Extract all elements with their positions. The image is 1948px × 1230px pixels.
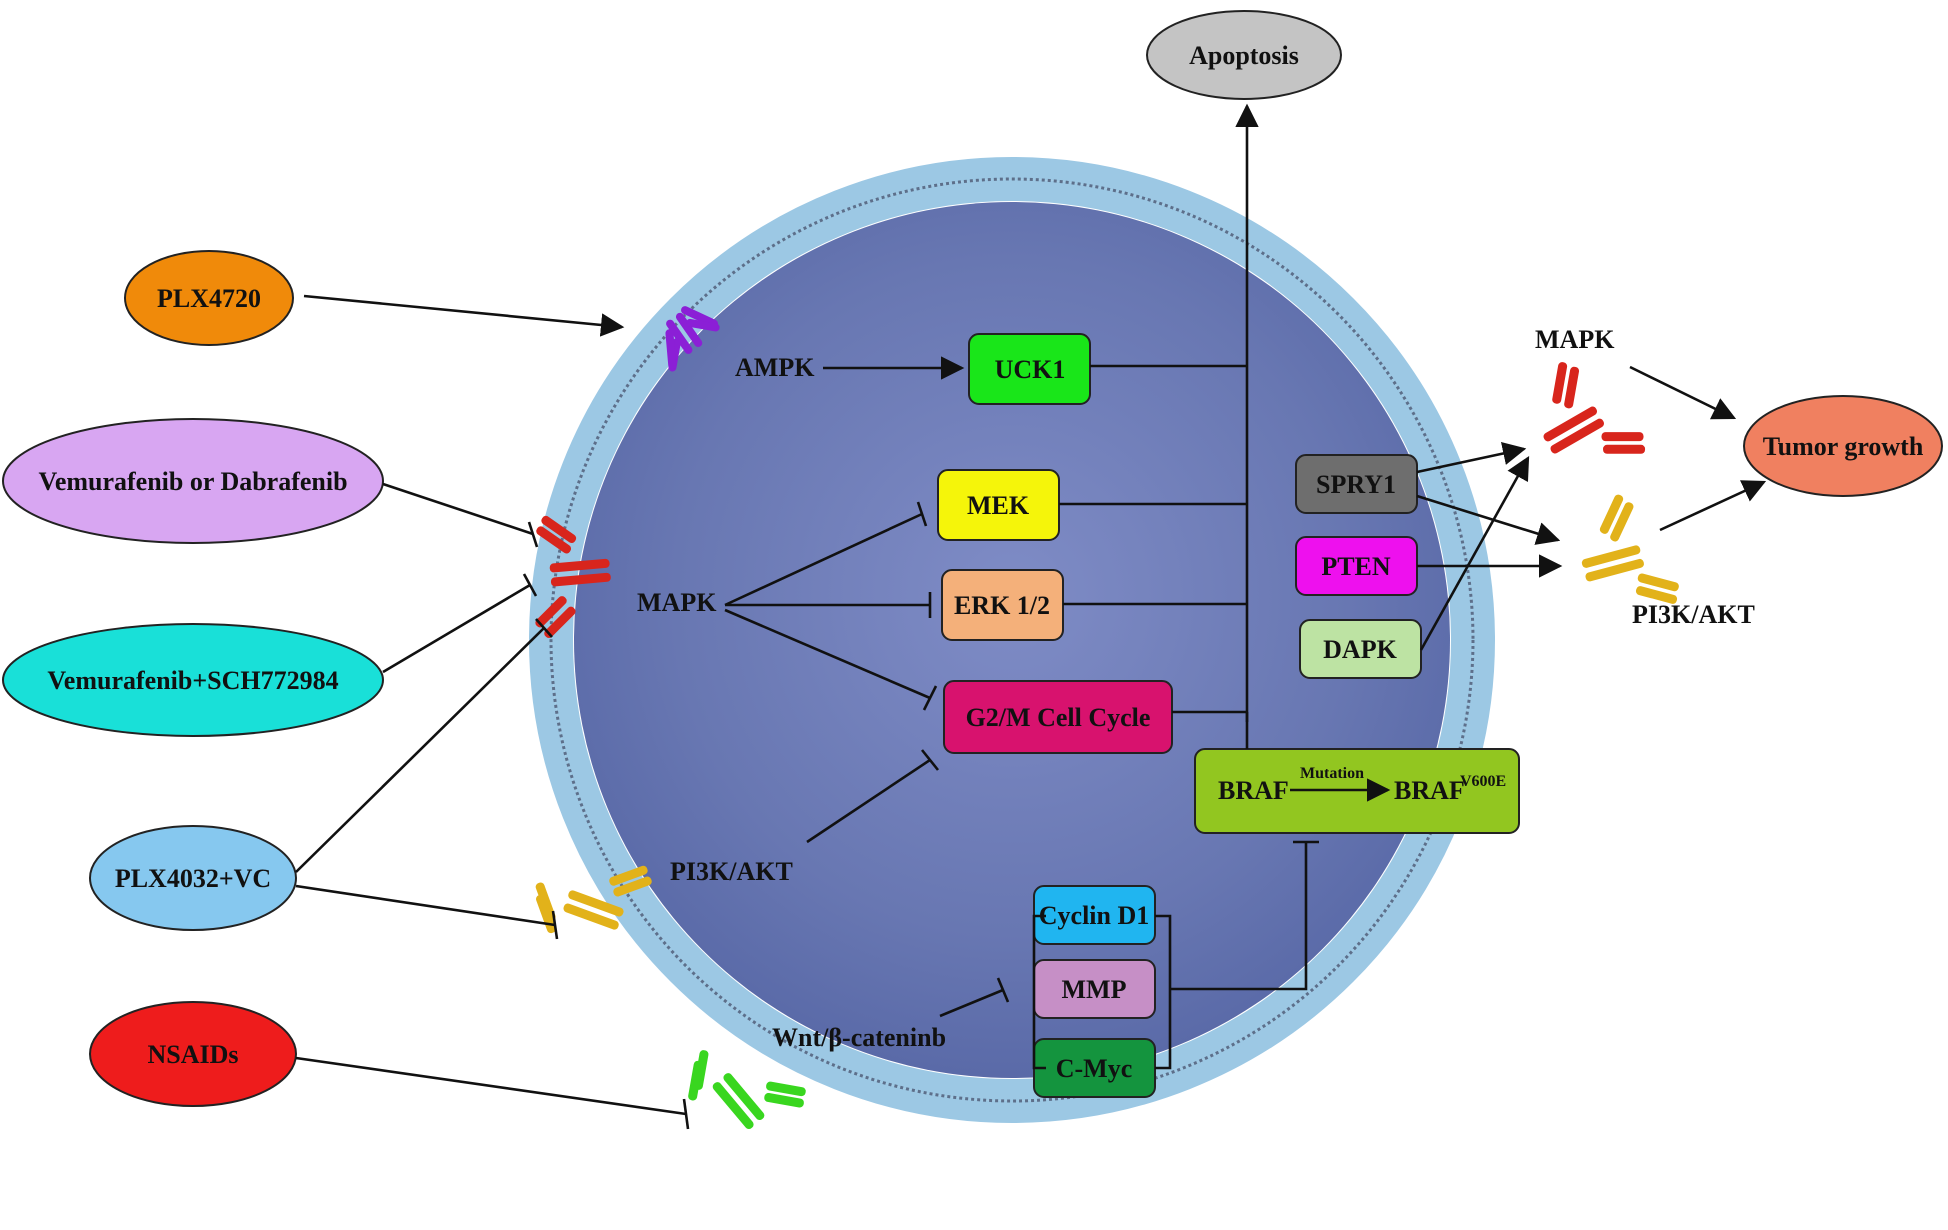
pi3k-left-label: PI3K/AKT [670, 857, 793, 886]
g2m-tbar [922, 685, 938, 711]
cell-membrane-inner [551, 179, 1473, 1101]
drug-nsaids: NSAIDs [89, 1001, 297, 1107]
g2m-label: G2/M Cell Cycle [966, 703, 1151, 732]
braf-label: BRAF [1218, 776, 1289, 805]
pten-node: PTEN [1295, 536, 1418, 596]
wnt-label: Wnt/β-cateninb [772, 1023, 946, 1052]
wnt-target-bracket-right [1155, 914, 1172, 1070]
antibody-receptor-icon [1543, 362, 1646, 454]
mmp-node: MMP [1033, 959, 1156, 1019]
mapk-left-label: MAPK [637, 588, 717, 617]
vemu-sch-label: Vemurafenib+SCH772984 [47, 666, 338, 695]
cyclin-node: Cyclin D1 [1033, 885, 1156, 945]
mek-tbar [916, 501, 928, 527]
erk-node: ERK 1/2 [941, 569, 1064, 641]
braf-node: BRAF Mutation BRAF V600E [1194, 748, 1520, 834]
mek-label: MEK [967, 491, 1030, 520]
mapk-g2m-inhibit [724, 608, 931, 700]
uck1-node: UCK1 [968, 333, 1091, 405]
pi3k-g2m-tbar [920, 749, 940, 771]
g2m-node: G2/M Cell Cycle [943, 680, 1173, 754]
vemu-dabra-label: Vemurafenib or Dabrafenib [38, 467, 347, 496]
antibody-receptor-icon [1581, 494, 1679, 604]
plx4032-mapk-inhibit [295, 627, 545, 873]
antibody-receptor-icon [665, 306, 720, 372]
braf-mutant-label: BRAF [1394, 776, 1465, 805]
wnt-target-bracket-left [1032, 914, 1046, 1070]
vemu-sch-inhibit [382, 583, 531, 674]
cmyc-node: C-Myc [1033, 1038, 1156, 1098]
mapk-right-label: MAPK [1535, 325, 1615, 354]
pi3k-g2m-inhibit [806, 758, 931, 844]
drug-plx4720: PLX4720 [124, 250, 294, 346]
membrane-core [549, 177, 1475, 1103]
plx4032-pi3k-inhibit [295, 884, 556, 927]
spry1-label: SPRY1 [1316, 470, 1396, 499]
plx4720-label: PLX4720 [157, 284, 261, 313]
antibody-receptor-icon [535, 515, 611, 639]
pi3k-right-label: PI3K/AKT [1632, 600, 1755, 629]
mmp-label: MMP [1062, 975, 1127, 1004]
tumor-growth-label: Tumor growth [1763, 432, 1924, 461]
mapk-mek-inhibit [724, 512, 923, 607]
cmyc-label: C-Myc [1056, 1054, 1133, 1083]
pten-label: PTEN [1321, 552, 1391, 581]
vemu-dabra-inhibit [382, 482, 534, 536]
connectors [295, 103, 1767, 1130]
wnt-targets-inhibit [939, 988, 1004, 1018]
vemu-sch-tbar [522, 573, 538, 597]
pi3k-tumor-arrow [1659, 480, 1767, 532]
mek-node: MEK [937, 469, 1060, 541]
erk-label: ERK 1/2 [954, 591, 1050, 620]
drug-plx4032-vc: PLX4032+VC [89, 825, 297, 931]
apoptosis-node: Apoptosis [1146, 10, 1342, 100]
drug-vemurafenib-sch772984: Vemurafenib+SCH772984 [2, 623, 384, 737]
mmp-braf-inhibit [1170, 842, 1308, 991]
tumor-growth-node: Tumor growth [1743, 395, 1943, 497]
braf-superscript: V600E [1460, 773, 1506, 790]
plx4720-ampk-arrow [303, 294, 625, 337]
apoptosis-label: Apoptosis [1189, 41, 1299, 70]
cell-membrane-outer [529, 157, 1495, 1123]
spry1-pi3k-arrow [1416, 494, 1561, 545]
uck1-label: UCK1 [995, 355, 1066, 384]
mapk-tumor-arrow [1629, 365, 1737, 420]
drug-vemurafenib-or-dabrafenib: Vemurafenib or Dabrafenib [2, 418, 384, 544]
plx4032-mapk-tbar [535, 618, 553, 638]
dapk-node: DAPK [1299, 619, 1422, 679]
nsaids-wnt-inhibit [295, 1056, 687, 1116]
spry1-node: SPRY1 [1295, 454, 1418, 514]
ampk-label: AMPK [735, 353, 815, 382]
dapk-mapk-arrow [1419, 455, 1530, 651]
plx4032-pi3k-tbar [551, 910, 559, 940]
antibody-receptor-icon [688, 1050, 806, 1130]
nsaids-wnt-tbar [682, 1098, 690, 1130]
dapk-label: DAPK [1323, 635, 1397, 664]
wnt-tbar [996, 977, 1010, 1003]
spry1-mapk-arrow [1416, 441, 1527, 474]
mutation-label: Mutation [1300, 765, 1364, 782]
plx4032vc-label: PLX4032+VC [115, 864, 271, 893]
cyclin-label: Cyclin D1 [1039, 901, 1150, 930]
vemu-dabra-tbar [527, 521, 539, 548]
nsaids-label: NSAIDs [147, 1040, 238, 1069]
